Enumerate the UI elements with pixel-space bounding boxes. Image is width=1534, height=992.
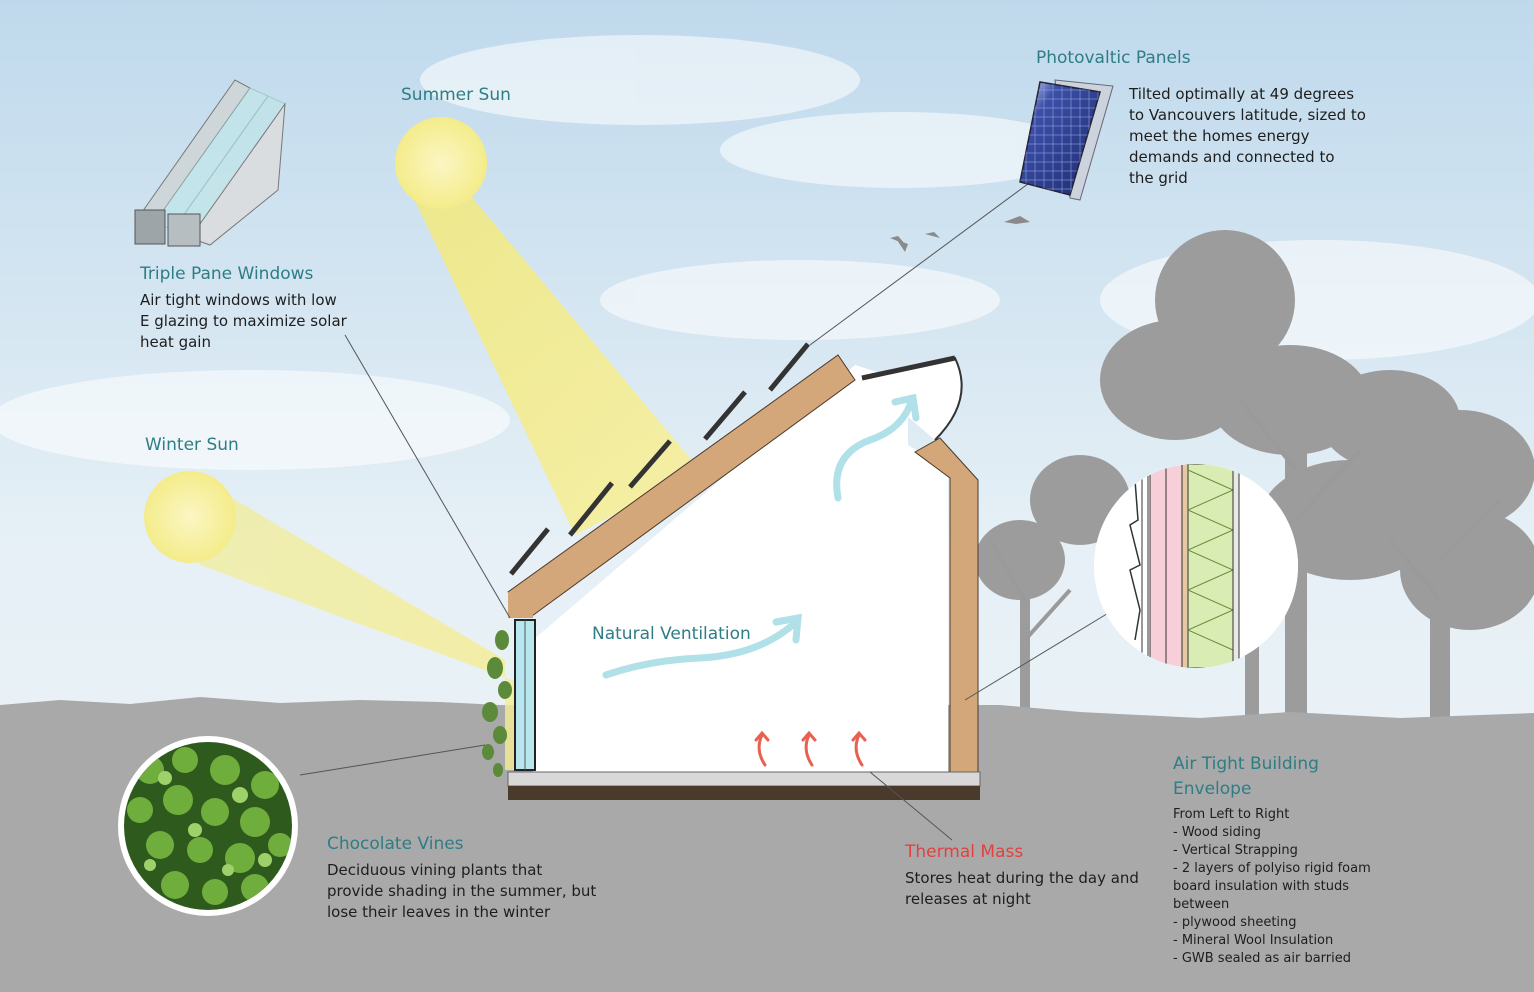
soil: [508, 786, 980, 800]
photovoltaic-description: Tilted optimally at 49 degrees to Vancou…: [1129, 84, 1366, 189]
summer-sun: [395, 117, 487, 209]
envelope-line: - Vertical Strapping: [1173, 843, 1298, 858]
photovoltaic-line: demands and connected to: [1129, 148, 1335, 166]
triple-pane-window-icon: [134, 79, 286, 247]
triple-pane-description: Air tight windows with low E glazing to …: [140, 290, 347, 353]
house-interior: [533, 365, 948, 772]
vines-callout: Chocolate Vines Deciduous vining plants …: [327, 834, 596, 923]
envelope-line: - Wood siding: [1173, 825, 1261, 840]
envelope-line: From Left to Right: [1173, 807, 1290, 822]
thermal-mass-callout: Thermal Mass Stores heat during the day …: [905, 842, 1139, 910]
thermal-mass-description: Stores heat during the day and releases …: [905, 868, 1139, 910]
summer-sun-label: Summer Sun: [401, 85, 511, 105]
front-wall-upper: [508, 592, 533, 618]
photovoltaic-line: Tilted optimally at 49 degrees: [1129, 85, 1355, 103]
thermal-mass-line: Stores heat during the day and: [905, 869, 1139, 887]
triple-pane-line: Air tight windows with low: [140, 291, 337, 309]
triple-pane-line: E glazing to maximize solar: [140, 312, 347, 330]
leader-lines: [299, 174, 1111, 841]
photovoltaic-line: meet the homes energy: [1129, 127, 1310, 145]
heat-rising-arrows: [754, 730, 867, 767]
envelope-title-line: Air Tight Building: [1173, 754, 1319, 774]
natural-ventilation-arrows: [602, 393, 920, 679]
vines-line: lose their leaves in the winter: [327, 903, 551, 921]
envelope-callout: Air Tight Building Envelope From Left to…: [1173, 752, 1371, 968]
triple-pane-line: heat gain: [140, 333, 211, 351]
house-section: [507, 342, 981, 800]
winter-sun-label: Winter Sun: [145, 435, 239, 455]
envelope-line: between: [1173, 897, 1230, 912]
solar-panel-icon: [1019, 79, 1114, 201]
wall-section-icon: [1094, 464, 1298, 668]
photovoltaic-title: Photovaltic Panels: [1036, 48, 1191, 68]
envelope-line: board insulation with studs: [1173, 879, 1349, 894]
ground: [0, 697, 1534, 992]
winter-sun: [144, 471, 236, 563]
photovoltaic-line: the grid: [1129, 169, 1188, 187]
vine-on-wall: [482, 630, 512, 777]
vines-description: Deciduous vining plants that provide sha…: [327, 860, 596, 923]
foundation-slab: [507, 771, 981, 787]
envelope-line: - 2 layers of polyiso rigid foam: [1173, 861, 1371, 876]
vines-line: provide shading in the summer, but: [327, 882, 597, 900]
tree-branches: [988, 398, 1502, 642]
vines-line: Deciduous vining plants that: [327, 861, 543, 879]
envelope-title-line: Envelope: [1173, 779, 1252, 799]
triple-pane-callout: Triple Pane Windows Air tight windows wi…: [140, 264, 347, 353]
vines-title: Chocolate Vines: [327, 834, 464, 854]
triple-pane-title: Triple Pane Windows: [140, 264, 314, 284]
roof-solar-panels: [509, 342, 810, 576]
summer-sun-beam: [405, 180, 700, 535]
envelope-line: - plywood sheeting: [1173, 915, 1297, 930]
bird-icon: [890, 216, 1030, 252]
envelope-title: Air Tight Building Envelope: [1173, 752, 1371, 802]
photovoltaic-line: to Vancouvers latitude, sized to: [1129, 106, 1366, 124]
natural-ventilation-label: Natural Ventilation: [592, 624, 751, 644]
thermal-mass-line: releases at night: [905, 890, 1031, 908]
thermal-mass-title: Thermal Mass: [905, 842, 1024, 862]
envelope-line: - Mineral Wool Insulation: [1173, 933, 1334, 948]
envelope-line: - GWB sealed as air barried: [1173, 951, 1352, 966]
envelope-description: From Left to Right - Wood siding - Verti…: [1173, 806, 1371, 968]
vine-foliage-icon: [124, 742, 292, 910]
